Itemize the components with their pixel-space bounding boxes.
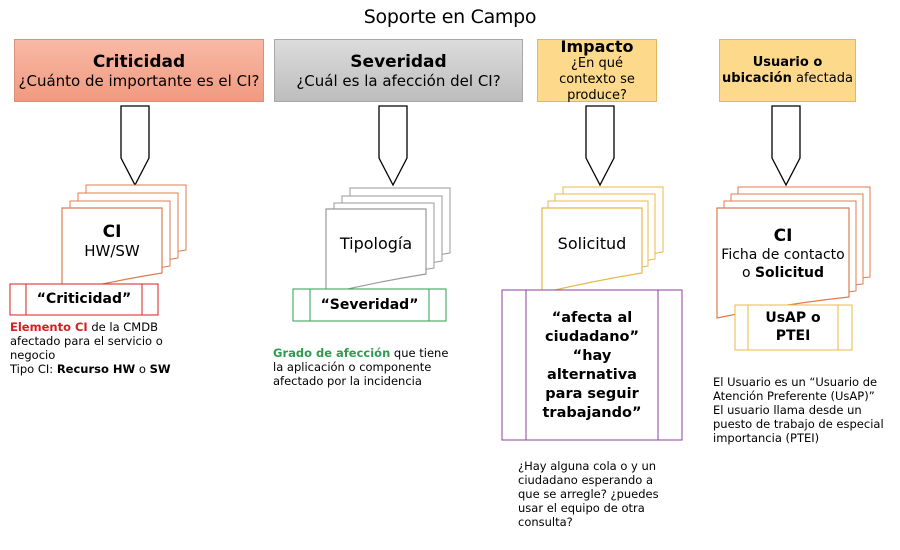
criticidad-arrow [120,105,150,187]
usuario-doc-sub2-solicitud: Solicitud [754,265,825,281]
criticidad-header: Criticidad ¿Cuánto de importante es el C… [14,39,264,102]
usuario-document-label: CI Ficha de contacto o Solicitud [717,226,849,282]
criticidad-header-title: Criticidad [92,51,186,72]
usuario-document [716,186,871,319]
usuario-doc-sub1: Ficha de contacto [721,247,845,263]
impacto-badge-line1: “afecta al ciudadano” [544,310,640,345]
severidad-note-text: que tiene la aplicación o componente afe… [273,346,449,388]
severidad-header-title: Severidad [350,51,447,72]
criticidad-note: Elemento CI de la CMDB afectado para el … [10,320,175,376]
severidad-note: Grado de afección que tiene la aplicació… [273,346,453,388]
usuario-badge-box [734,304,853,351]
impacto-badge-label: “afecta al ciudadano” “hay alternativa p… [526,309,658,423]
usuario-arrow [771,105,801,187]
impacto-note: ¿Hay alguna cola o y un ciudadano espera… [518,459,659,529]
criticidad-header-question: ¿Cuánto de importante es el CI? [18,71,260,90]
severidad-badge-label: “Severidad” [320,297,419,313]
criticidad-badge-label: “Criticidad” [36,291,132,307]
severidad-doc-title: Tipología [339,234,413,253]
usuario-badge-label: UsAP o PTEI [765,310,821,344]
usuario-doc-sub2-or: o [741,265,755,281]
criticidad-note-text: de la CMDB afectado para el servicio o n… [10,320,163,362]
impacto-document [541,186,664,294]
severidad-header-question: ¿Cuál es la afección del CI? [296,71,501,90]
severidad-document [325,187,451,295]
usuario-note: El Usuario es un “Usuario de Atención Pr… [713,375,884,445]
criticidad-badge-box [9,283,159,316]
criticidad-doc-title: CI [102,222,122,242]
impacto-doc-title: Solicitud [557,234,627,253]
criticidad-note-or: o [135,362,150,376]
impacto-badge-line2: “hay alternativa para seguir trabajando” [542,348,642,421]
impacto-header-question: ¿En qué contexto se produce? [559,56,635,103]
usuario-header-title-part1: Usuario o [752,54,823,70]
usuario-header-title-part2: ubicación [722,70,792,86]
criticidad-note-type-label: Tipo CI: [10,362,57,376]
severidad-arrow [378,105,408,187]
criticidad-doc-sub: HW/SW [84,242,140,260]
usuario-doc-sub2: o Solicitud [717,264,849,282]
criticidad-note-highlight: Elemento CI [10,320,88,334]
usuario-header-title-part3: afectada [791,70,853,86]
severidad-note-highlight: Grado de afección [273,346,391,360]
severidad-header: Severidad ¿Cuál es la afección del CI? [274,39,523,102]
severidad-badge-box [292,288,447,322]
criticidad-note-hw: Recurso HW [56,362,136,376]
usuario-doc-title: CI [773,226,793,246]
impacto-header: Impacto ¿En qué contexto se produce? [537,37,657,103]
diagram-title: Soporte en Campo [363,6,537,28]
criticidad-document [61,184,187,294]
impacto-badge-box [501,289,683,441]
impacto-header-title: Impacto [560,37,634,56]
impacto-arrow [585,105,615,187]
criticidad-note-sw: SW [149,362,171,376]
criticidad-document-label: CI HW/SW [62,222,162,260]
